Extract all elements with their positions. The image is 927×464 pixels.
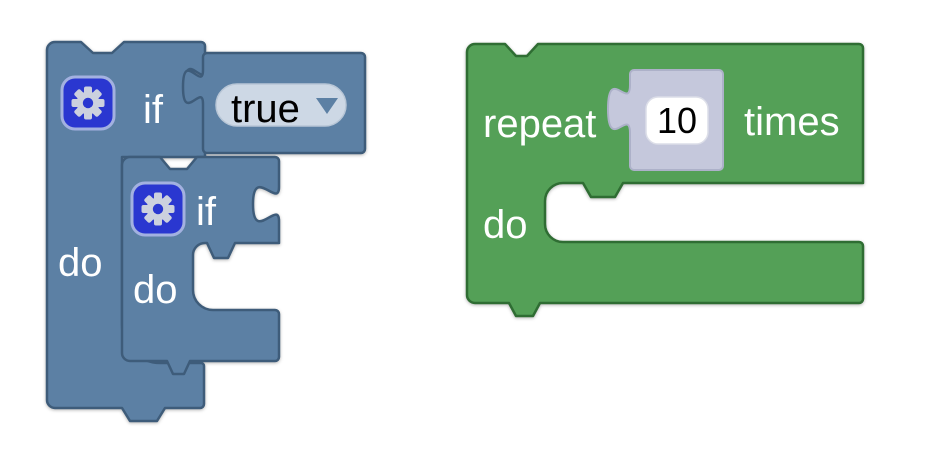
nested-do-label: do xyxy=(133,268,178,312)
outer-do-label: do xyxy=(58,241,103,285)
condition-dropdown[interactable]: true xyxy=(215,83,347,131)
chevron-down-icon xyxy=(316,98,338,114)
repeat-block-stack: repeat times do 10 xyxy=(465,42,865,318)
repeat-do-label: do xyxy=(483,203,528,247)
outer-if-label: if xyxy=(143,88,164,132)
condition-dropdown-value: true xyxy=(231,87,300,131)
times-label: times xyxy=(744,100,840,144)
repeat-count-field[interactable]: 10 xyxy=(645,96,709,145)
nested-if-label: if xyxy=(196,190,217,234)
gear-icon[interactable] xyxy=(60,75,116,131)
gear-icon[interactable] xyxy=(130,181,186,237)
repeat-count-value: 10 xyxy=(657,100,697,141)
repeat-block[interactable] xyxy=(465,42,865,318)
if-block-stack: if do true xyxy=(45,40,367,423)
repeat-label: repeat xyxy=(483,102,596,146)
